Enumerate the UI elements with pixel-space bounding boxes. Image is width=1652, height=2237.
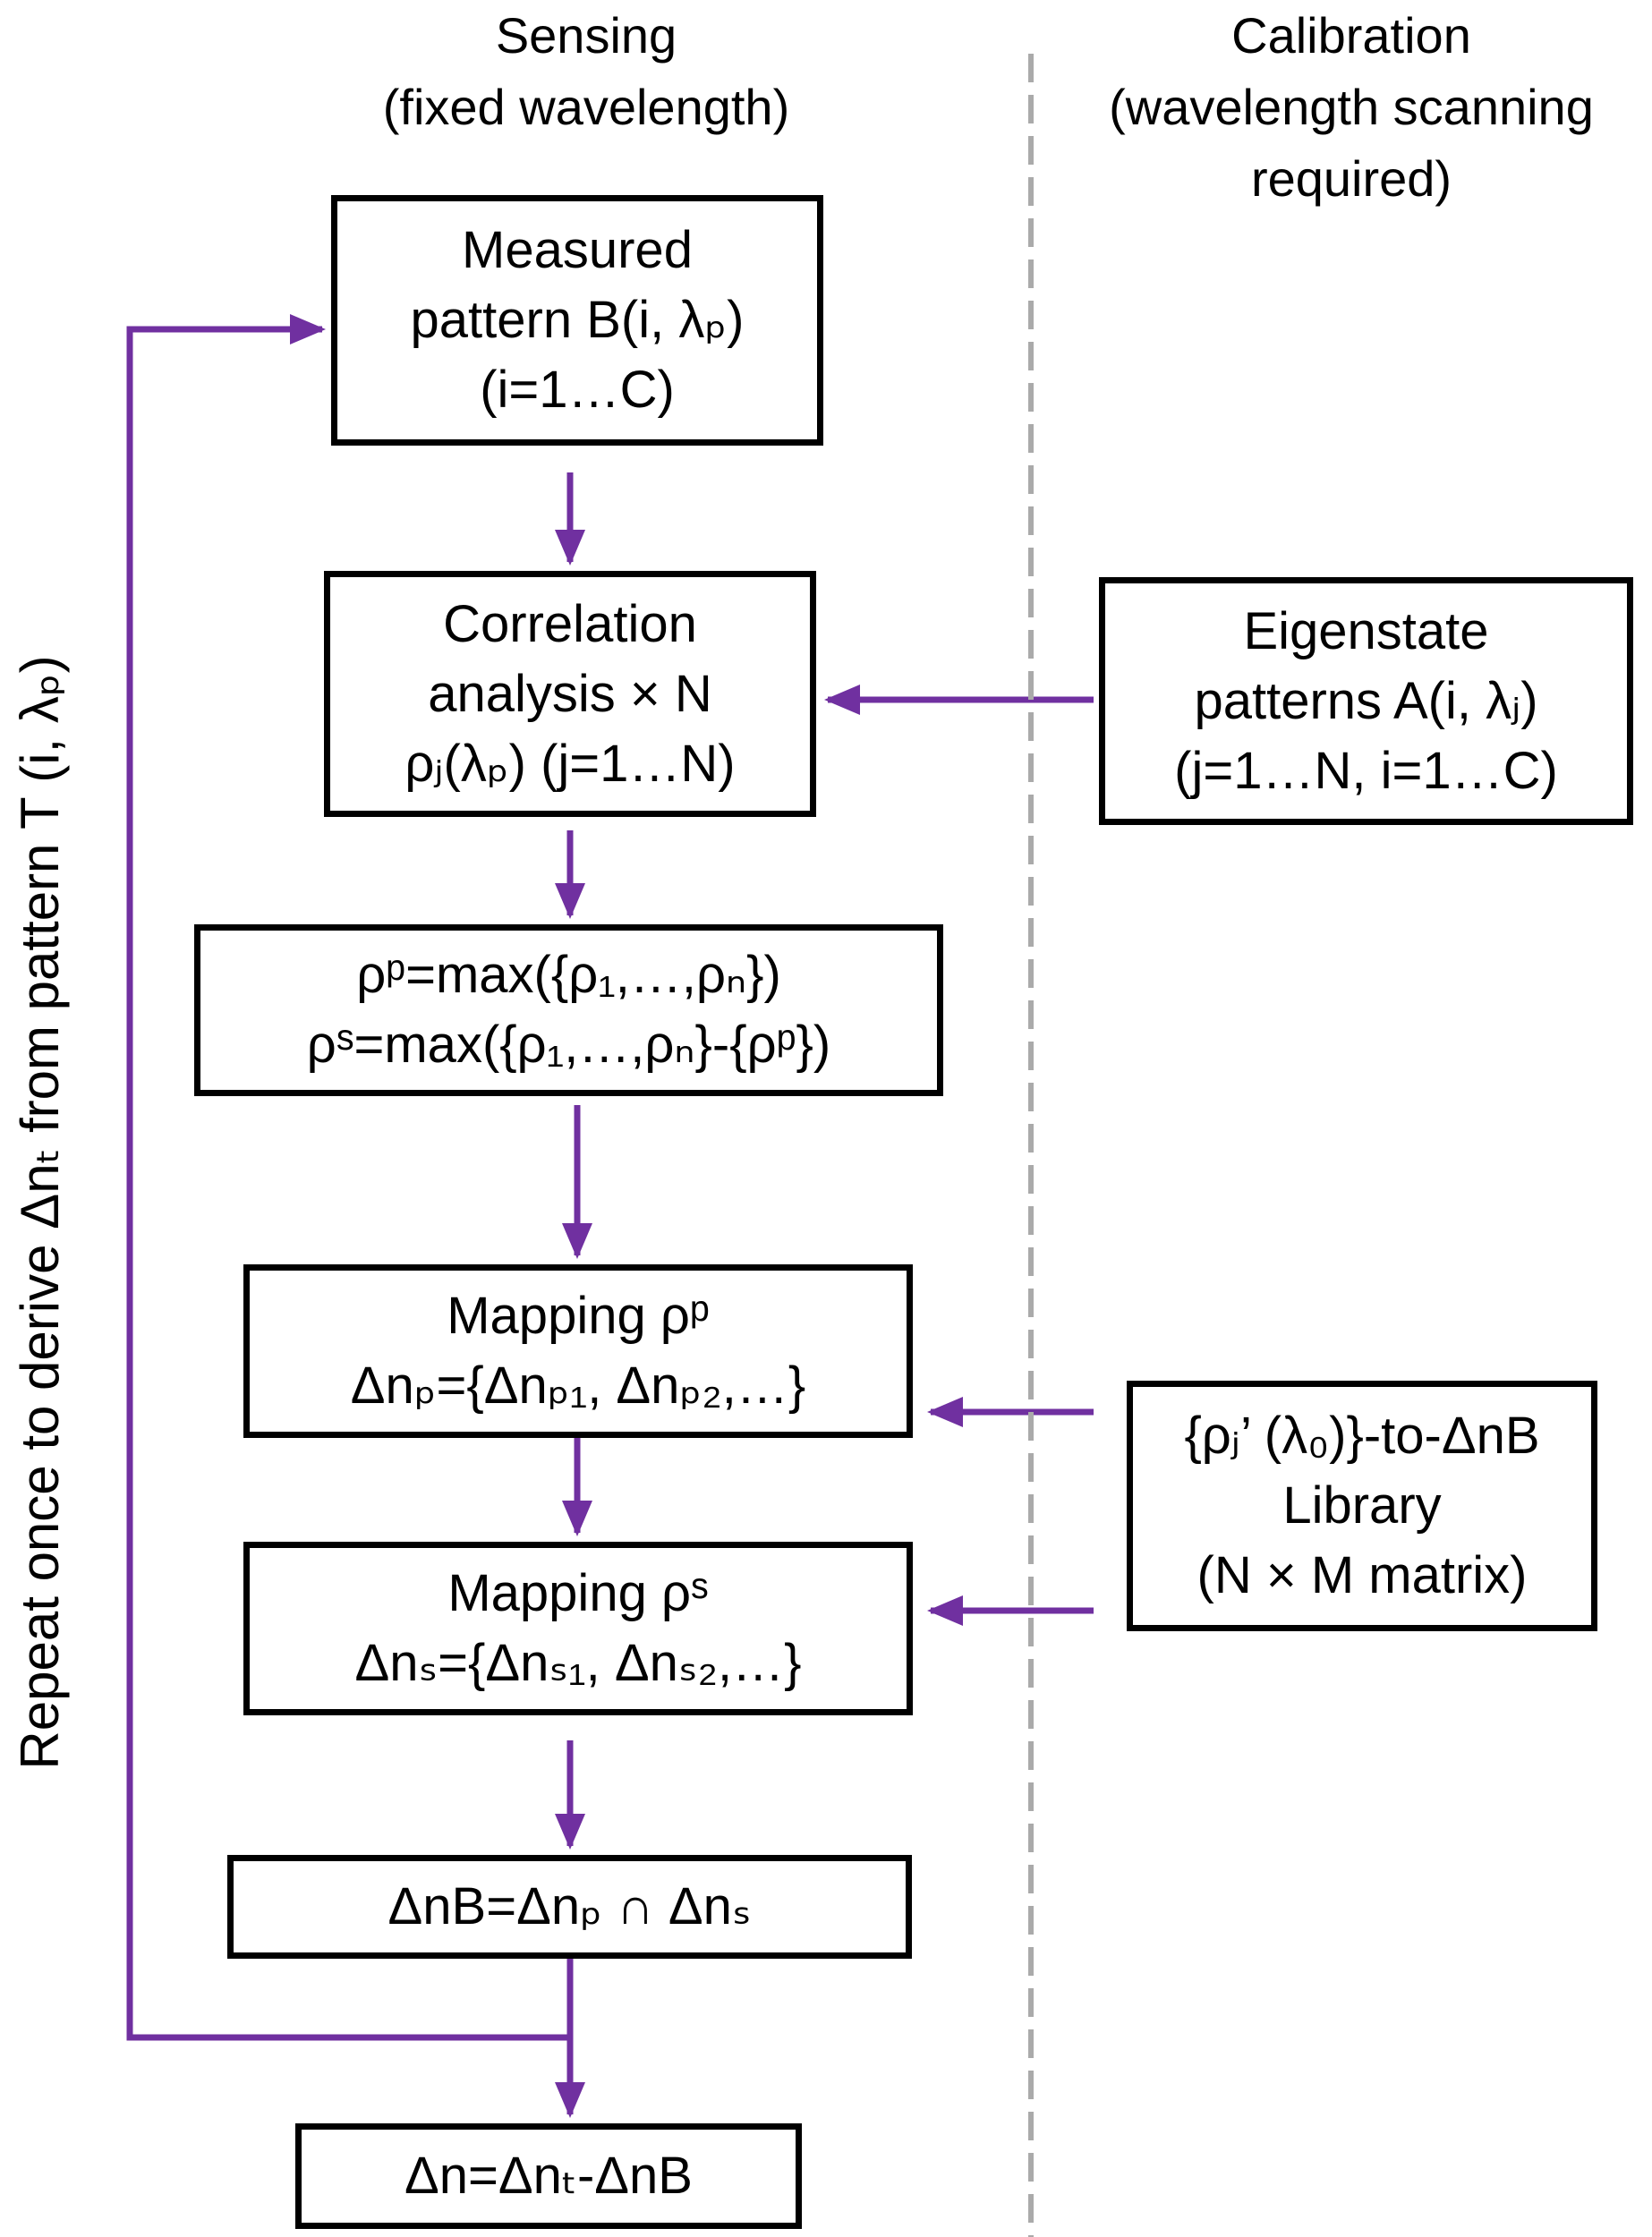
correlation-line-2: analysis × N (428, 664, 712, 723)
calibration-header-title: Calibration (1231, 7, 1471, 64)
mapping-p-line-2: Δnₚ={Δnₚ₁, Δnₚ₂,…} (350, 1357, 806, 1415)
eigenstate-line-3: (j=1…N, i=1…C) (1174, 741, 1558, 800)
feedback-loop-arrow (126, 314, 570, 2041)
calibration-header: Calibration (wavelength scanning require… (1056, 0, 1647, 215)
measured-line-3: (i=1…C) (480, 361, 675, 419)
measured-line-1: Measured (462, 221, 693, 279)
sensing-header-subtitle: (fixed wavelength) (382, 79, 790, 135)
library-line-3: (N × M matrix) (1196, 1546, 1528, 1604)
rho-max-line-2: ρˢ=max({ρ₁,…,ρₙ}-{ρᵖ}) (306, 1016, 831, 1074)
eigenstate-patterns-box: Eigenstate patterns A(i, λⱼ) (j=1…N, i=1… (1099, 577, 1633, 825)
correlation-analysis-box: Correlation analysis × N ρⱼ(λₚ) (j=1…N) (324, 571, 816, 817)
library-box: {ρⱼ’ (λ₀)}-to-ΔnB Library (N × M matrix) (1127, 1381, 1597, 1631)
result-box: Δn=Δnₜ-ΔnB (295, 2123, 802, 2229)
mapping-s-line-2: Δnₛ={Δnₛ₁, Δnₛ₂,…} (354, 1634, 802, 1692)
intersection-box: ΔnB=Δnₚ ∩ Δnₛ (227, 1855, 912, 1959)
eigenstate-line-1: Eigenstate (1243, 601, 1489, 660)
calibration-header-subtitle-1: (wavelength scanning (1109, 79, 1594, 135)
sensing-header: Sensing (fixed wavelength) (318, 0, 855, 143)
correlation-line-1: Correlation (443, 594, 697, 653)
mapping-s-line-1: Mapping ρˢ (447, 1564, 709, 1622)
measured-line-2: pattern B(i, λₚ) (410, 291, 745, 349)
intersection-line: ΔnB=Δnₚ ∩ Δnₛ (387, 1877, 752, 1935)
mapping-p-line-1: Mapping ρᵖ (447, 1287, 710, 1345)
mapping-p-box: Mapping ρᵖ Δnₚ={Δnₚ₁, Δnₚ₂,…} (243, 1264, 913, 1438)
rho-max-box: ρᵖ=max({ρ₁,…,ρₙ}) ρˢ=max({ρ₁,…,ρₙ}-{ρᵖ}) (194, 924, 943, 1096)
result-line: Δn=Δnₜ-ΔnB (404, 2147, 693, 2205)
library-line-2: Library (1282, 1476, 1442, 1535)
mapping-s-box: Mapping ρˢ Δnₛ={Δnₛ₁, Δnₛ₂,…} (243, 1542, 913, 1715)
sensing-header-title: Sensing (495, 7, 677, 64)
correlation-line-3: ρⱼ(λₚ) (j=1…N) (404, 734, 736, 793)
rho-max-line-1: ρᵖ=max({ρ₁,…,ρₙ}) (356, 946, 781, 1004)
calibration-header-subtitle-2: required) (1250, 150, 1452, 207)
library-line-1: {ρⱼ’ (λ₀)}-to-ΔnB (1184, 1407, 1540, 1465)
measured-pattern-box: Measured pattern B(i, λₚ) (i=1…C) (331, 195, 823, 446)
eigenstate-line-2: patterns A(i, λⱼ) (1194, 671, 1538, 730)
